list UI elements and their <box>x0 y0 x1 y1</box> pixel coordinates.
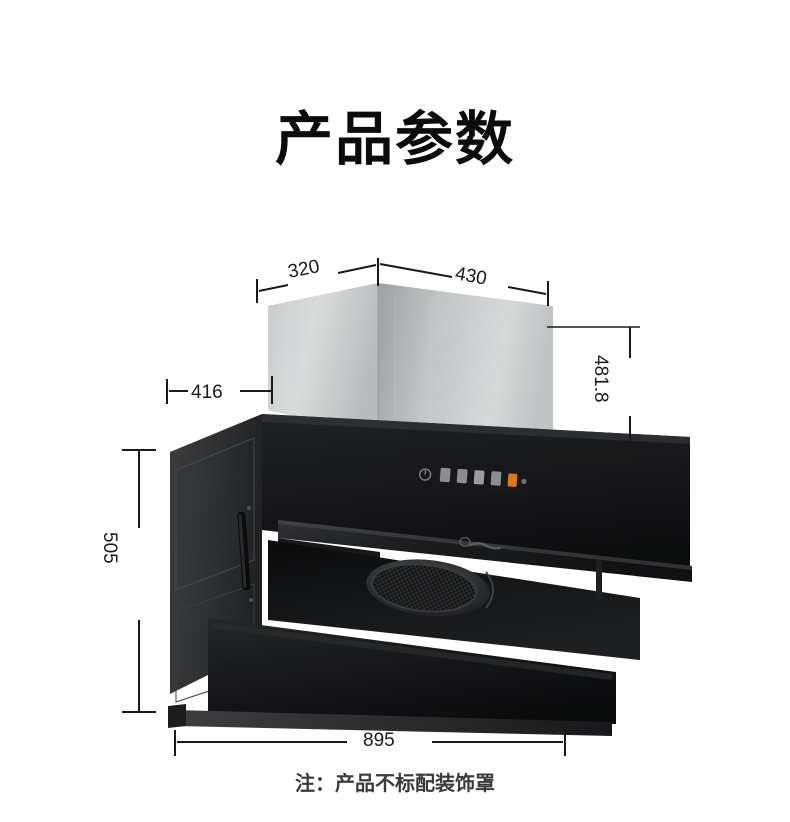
control-icon-speed-low[interactable] <box>439 467 451 483</box>
brand-logo-midea <box>459 536 501 550</box>
page-title: 产品参数 <box>274 105 515 173</box>
touch-control-panel[interactable] <box>411 460 529 495</box>
control-icon-power[interactable] <box>418 468 432 481</box>
chimney-stack <box>268 283 553 452</box>
footnote-text: 注：产品不标配装饰罩 <box>295 771 495 795</box>
hood-body <box>168 414 692 736</box>
dimension-label-481-8: 481.8 <box>590 355 611 403</box>
dimension-label-505: 505 <box>99 532 120 564</box>
control-icon-light[interactable] <box>490 471 502 486</box>
dimension-481-8 <box>547 326 640 454</box>
dimension-416 <box>166 376 273 404</box>
dimension-320 <box>256 264 377 303</box>
dimension-lines <box>122 258 640 756</box>
control-icon-speed-high[interactable] <box>473 470 485 485</box>
dimension-895 <box>174 728 566 756</box>
control-icon-timer[interactable] <box>521 478 527 485</box>
control-indicator-active[interactable] <box>507 473 518 487</box>
dimension-label-895: 895 <box>363 730 395 751</box>
dimension-label-416: 416 <box>191 382 223 403</box>
dimension-430 <box>379 263 549 306</box>
dimension-505 <box>122 449 156 713</box>
fan-mesh-filter <box>366 559 494 617</box>
control-icon-speed-mid[interactable] <box>456 468 468 484</box>
